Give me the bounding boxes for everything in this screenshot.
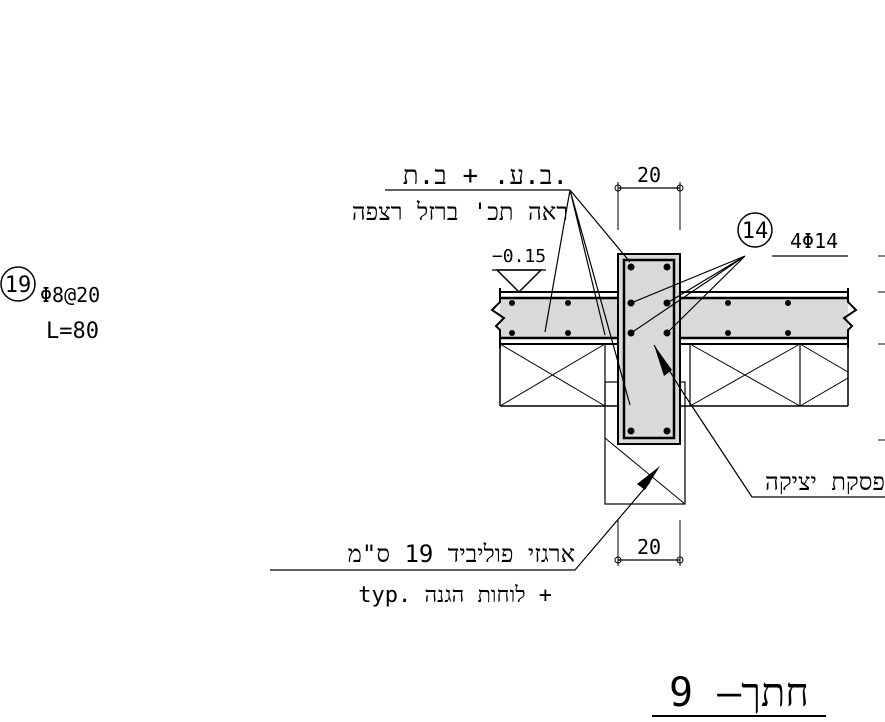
elevation-label: −0.15 <box>492 246 546 267</box>
joint-label: פסקת יציקה <box>765 468 885 496</box>
box-label-top: ארגזי פוליביד 19 ס"מ <box>348 540 575 568</box>
dim-top-label: 20 <box>637 163 661 187</box>
left-callout-text: Φ8@20 <box>40 283 100 307</box>
box-arrow <box>637 466 660 490</box>
dim-top-tick-r <box>676 184 684 192</box>
bar-callout-number: 14 <box>742 219 769 244</box>
bar-callout-text: 4Φ14 <box>790 229 838 253</box>
box-cross-3 <box>799 343 849 407</box>
bar-callout-circle <box>737 212 773 248</box>
left-callout-number: 19 <box>5 273 32 298</box>
section-title: חתך– 9 <box>669 670 809 716</box>
floor-label-top: ב.ע. + ב.ת. <box>403 161 568 191</box>
box-label-bottom: typ. לוחות הגנה + <box>358 583 552 608</box>
box-cross-2 <box>689 343 801 407</box>
elevation-marker <box>495 269 543 294</box>
dim-bottom-label: 20 <box>637 535 661 559</box>
dim-bottom-tick-r <box>676 556 684 564</box>
box-cross-1 <box>499 343 606 407</box>
break-line-right <box>842 288 858 348</box>
beam-fill <box>617 253 681 445</box>
floor-leaders <box>544 189 631 406</box>
left-length: L=80 <box>46 319 99 344</box>
floor-label-bottom: ראה תכ' ברזל רצפה <box>352 198 568 226</box>
box-leader <box>574 481 651 571</box>
break-line-left <box>490 288 506 348</box>
slab-rebar <box>509 300 791 336</box>
bar-callout-leaders <box>630 255 746 334</box>
dim-top-tick-l <box>614 184 622 192</box>
joint-leader <box>679 387 885 498</box>
joint-arrow-shaft <box>653 344 681 389</box>
right-stubs <box>878 255 885 441</box>
beam-stirrup <box>622 258 676 440</box>
dim-bottom-tick-l <box>614 556 622 564</box>
protection-box-diag <box>604 437 686 505</box>
left-callout-circle <box>0 266 36 302</box>
